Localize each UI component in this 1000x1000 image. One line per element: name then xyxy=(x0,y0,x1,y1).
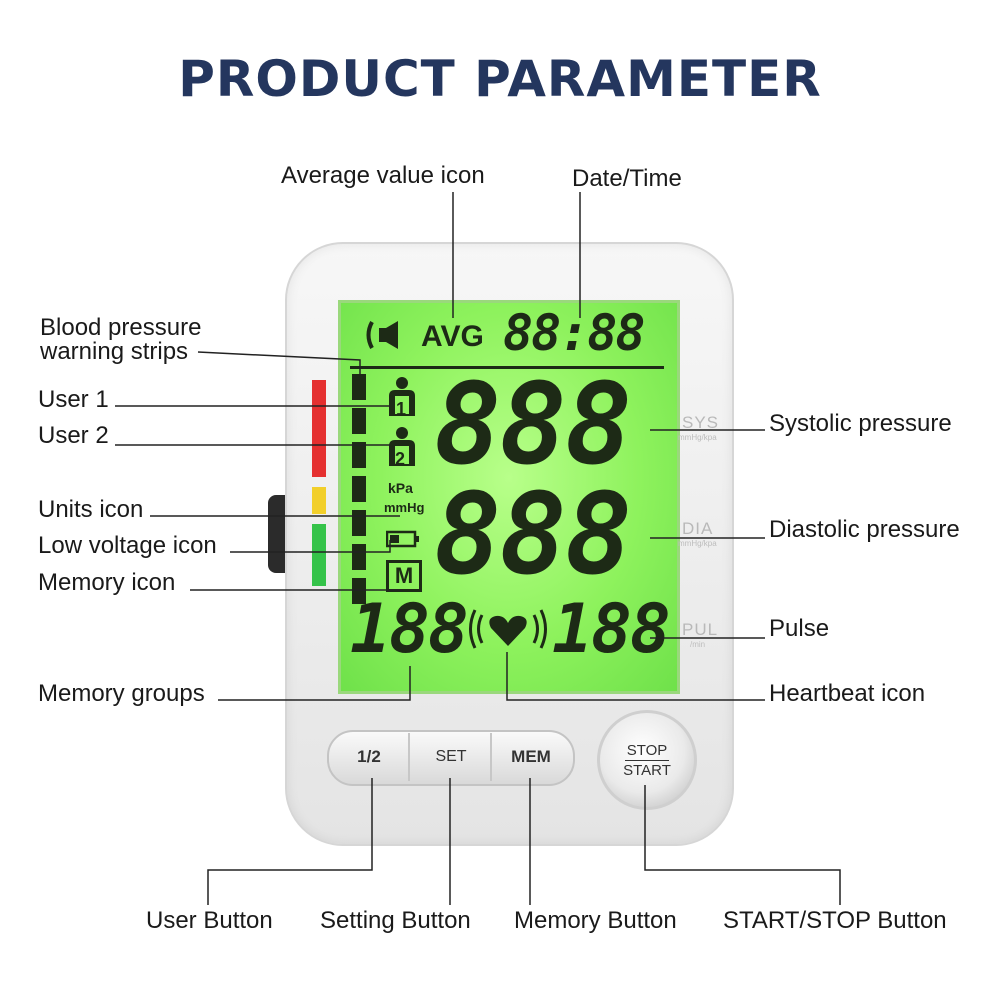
label-average-value-icon: Average value icon xyxy=(281,162,485,189)
user-button-label: 1/2 xyxy=(357,747,381,766)
warning-bar xyxy=(352,408,366,434)
pulse-digits: 188 xyxy=(552,590,671,669)
warning-bar xyxy=(352,544,366,570)
device-side-knob xyxy=(268,495,288,573)
leader-user-button xyxy=(207,778,373,905)
label-memory-icon: Memory icon xyxy=(38,569,176,596)
label-units-icon: Units icon xyxy=(38,496,144,523)
label-low-voltage-icon: Low voltage icon xyxy=(38,532,217,559)
sys-sub: mmHg/kpa xyxy=(678,433,717,442)
warning-bar xyxy=(352,374,366,400)
strip-yellow xyxy=(312,487,326,514)
label-diastolic: Diastolic pressure xyxy=(769,516,960,543)
diastolic-digits: 888 xyxy=(434,470,632,600)
start-stop-button[interactable]: STOP START xyxy=(597,710,697,810)
label-user2: User 2 xyxy=(38,422,109,449)
stop-label: STOP xyxy=(626,741,668,759)
leader-heartbeat xyxy=(506,652,765,701)
label-date-time: Date/Time xyxy=(572,165,682,192)
warning-bar xyxy=(352,442,366,468)
user1-icon xyxy=(389,377,415,416)
label-heartbeat-icon: Heartbeat icon xyxy=(769,680,926,707)
user1-number: 1 xyxy=(396,399,407,419)
memory-group-digits: 188 xyxy=(350,590,469,669)
label-memory-groups: Memory groups xyxy=(38,680,205,707)
systolic-digits: 888 xyxy=(434,360,632,490)
lcd-divider-line xyxy=(350,366,664,369)
set-button[interactable]: SET xyxy=(408,733,492,781)
set-button-label: SET xyxy=(435,748,467,765)
label-bp-warning-strips: Blood pressure warning strips xyxy=(40,314,202,365)
label-pulse: Pulse xyxy=(769,615,830,642)
leader-memory-groups xyxy=(218,666,411,701)
speaker-icon xyxy=(366,321,398,349)
mem-button[interactable]: MEM xyxy=(490,733,570,781)
pul-tag: PUL xyxy=(682,620,719,639)
user-button[interactable]: 1/2 xyxy=(330,733,408,781)
start-label: START xyxy=(623,761,671,779)
pul-sub: /min xyxy=(690,640,706,649)
heartbeat-icon xyxy=(469,609,547,649)
mem-button-label: MEM xyxy=(511,747,551,766)
battery-icon xyxy=(386,530,419,548)
label-start-stop-button: START/STOP Button xyxy=(723,907,947,934)
label-systolic: Systolic pressure xyxy=(769,410,952,437)
button-panel xyxy=(327,730,575,786)
label-user-button: User Button xyxy=(146,907,273,934)
label-user1: User 1 xyxy=(38,386,109,413)
user2-icon xyxy=(389,427,415,466)
warning-bar xyxy=(352,476,366,502)
page-title: PRODUCT PARAMETER xyxy=(178,50,822,108)
avg-indicator: AVG xyxy=(421,320,484,353)
dia-sub: mmHg/kpa xyxy=(678,539,717,548)
label-setting-button: Setting Button xyxy=(320,907,471,934)
sys-tag: SYS xyxy=(682,413,720,432)
warning-bar xyxy=(352,578,366,604)
leader-start-button xyxy=(644,785,841,905)
start-stop-divider xyxy=(625,759,669,761)
strip-red xyxy=(312,380,326,477)
strip-green xyxy=(312,524,326,586)
user2-number: 2 xyxy=(395,449,406,469)
leader-low-voltage xyxy=(230,540,391,553)
label-memory-button: Memory Button xyxy=(514,907,677,934)
kpa-unit: kPa xyxy=(388,480,413,496)
mmhg-unit: mmHg xyxy=(384,500,425,515)
memory-icon: M xyxy=(386,560,422,592)
dia-tag: DIA xyxy=(682,519,714,538)
leader-warning-strips xyxy=(197,351,361,375)
clock-digits: 88:88 xyxy=(503,304,646,362)
